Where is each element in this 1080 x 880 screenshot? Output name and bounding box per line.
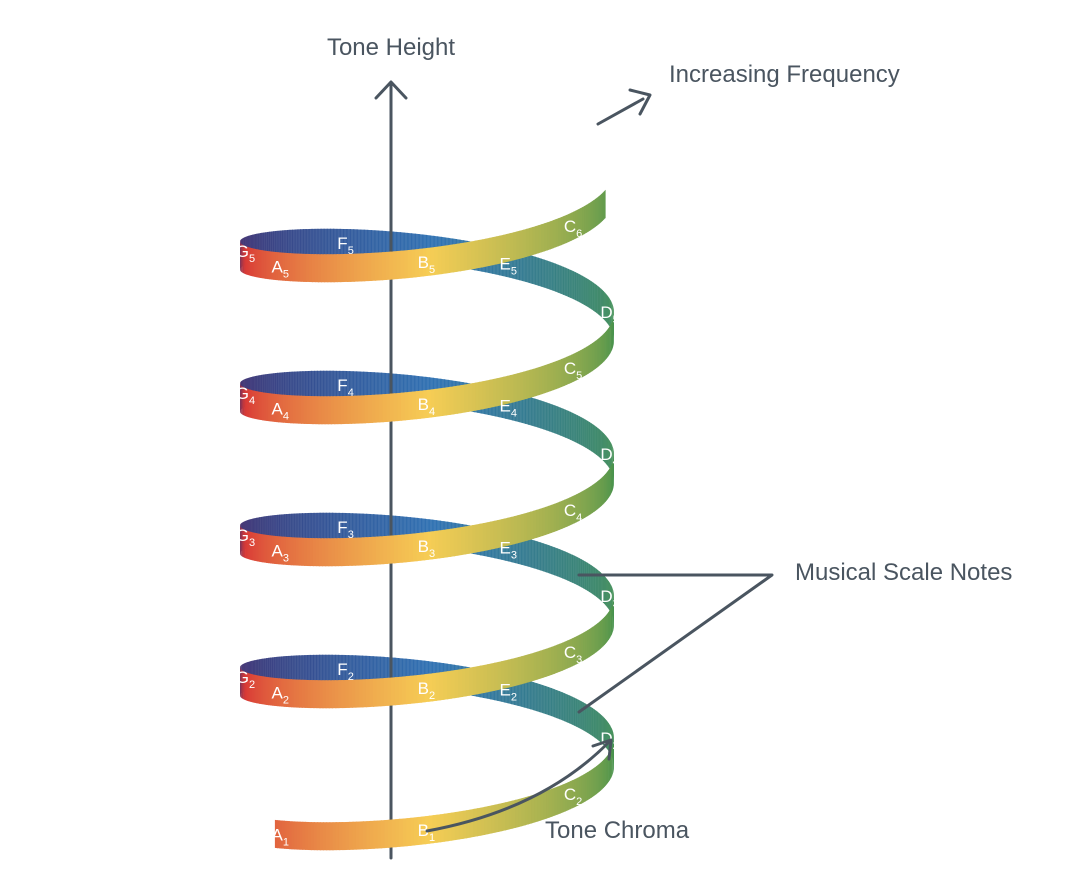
note-label: B2 [418,679,435,702]
helix-front-strip [608,468,610,499]
note-label: B5 [418,253,435,276]
note-label: A3 [272,541,289,564]
helix-front-strip [607,469,609,500]
note-label: C5 [564,359,582,382]
note-label: F3 [337,518,354,541]
note-label: B1 [418,821,435,844]
helix-front-strip [612,744,614,775]
helix-front-strip [606,612,608,643]
helix-front-strip [611,463,613,494]
helix-front-strip [610,607,612,638]
note-label: G3 [236,526,255,549]
helix-front-segments [240,189,614,851]
helix-front-strip [610,606,612,637]
tone-chroma-arrow [425,738,613,833]
helix-front-strip [610,466,611,496]
helix-front-strip [612,745,613,776]
note-label: E4 [500,396,517,419]
note-label: D4 [600,445,618,468]
note-label: A1 [272,825,289,848]
note-label: F4 [337,376,354,399]
note-label: F5 [337,234,354,257]
note-label: B4 [418,395,435,418]
helix-front-strip [609,609,611,639]
helix-front-strip [611,320,613,351]
helix-front-strip [610,323,612,353]
helix-front-strip [611,605,613,636]
note-label: C6 [564,217,582,240]
helix-front-strip [611,462,613,492]
helix-front-strip [612,460,614,491]
helix-front-strip [609,467,611,498]
helix-front-strip [612,604,613,634]
note-label: E2 [500,680,517,703]
note-label: G4 [236,384,255,407]
helix-front-strip [607,328,609,358]
helix-front-strip [611,747,613,777]
note-label: F2 [337,660,354,683]
increasing-frequency-label: Increasing Frequency [669,61,900,88]
helix-front-strip [604,189,606,219]
note-label: C4 [564,501,582,524]
tone-height-axis [374,80,408,860]
helix-front-strip [608,326,610,357]
note-label: B3 [418,537,435,560]
note-label: A2 [272,683,289,706]
helix-front-strip [609,325,611,356]
helix-front-strip [612,319,614,349]
helix-front-strip [612,602,614,633]
helix-front-strip [610,748,612,779]
helix-front-strip [606,754,609,785]
note-label: C3 [564,643,582,666]
increasing-frequency-arrow [596,88,652,126]
helix-front-strip [609,324,611,355]
note-label: D5 [600,303,618,326]
helix-front-strip [611,321,613,352]
musical-scale-notes-pointer [577,573,774,714]
note-label: A4 [272,399,289,422]
note-label: C2 [564,785,582,808]
musical-scale-notes-label: Musical Scale Notes [795,559,1012,586]
note-label: D3 [600,587,618,610]
tone-height-label: Tone Height [327,34,455,61]
helix-front-strip [607,753,609,784]
helix-front-strip [607,611,609,642]
note-label: E5 [500,254,517,277]
note-label: G5 [236,242,255,265]
helix-front-strip [608,610,610,641]
tone-chroma-label: Tone Chroma [545,817,690,844]
helix-front-strip [610,464,612,495]
note-label: E3 [500,538,517,561]
note-label: G2 [236,668,255,691]
note-label: A5 [272,257,289,280]
